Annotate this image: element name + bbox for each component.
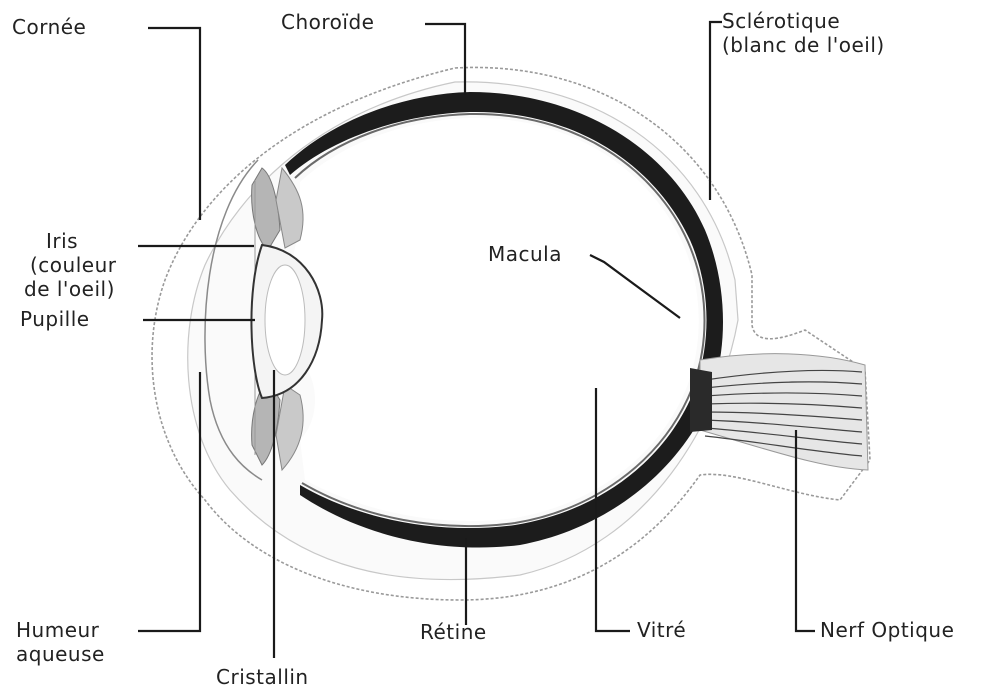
label-vitreous: Vitré	[637, 618, 686, 642]
label-lens: Cristallin	[216, 665, 309, 689]
label-optic-nerve: Nerf Optique	[820, 618, 954, 642]
label-pupil: Pupille	[20, 307, 90, 331]
lens-nucleus	[265, 265, 305, 375]
label-cornea: Cornée	[12, 15, 86, 39]
label-iris-line1: Iris	[46, 229, 78, 253]
label-choroid: Choroïde	[281, 10, 374, 34]
label-sclera-line2: (blanc de l'oeil)	[722, 33, 885, 57]
label-sclera-line1: Sclérotique	[722, 9, 840, 33]
label-aqueous-line2: aqueuse	[16, 642, 105, 666]
leader-sclera	[710, 22, 722, 200]
label-iris-line2: (couleur	[30, 253, 117, 277]
label-iris-line3: de l'oeil)	[24, 277, 115, 301]
label-retina: Rétine	[420, 620, 487, 644]
leader-cornea	[148, 28, 200, 220]
label-aqueous-line1: Humeur	[16, 618, 100, 642]
optic-disc	[690, 368, 712, 432]
label-macula: Macula	[488, 242, 562, 266]
